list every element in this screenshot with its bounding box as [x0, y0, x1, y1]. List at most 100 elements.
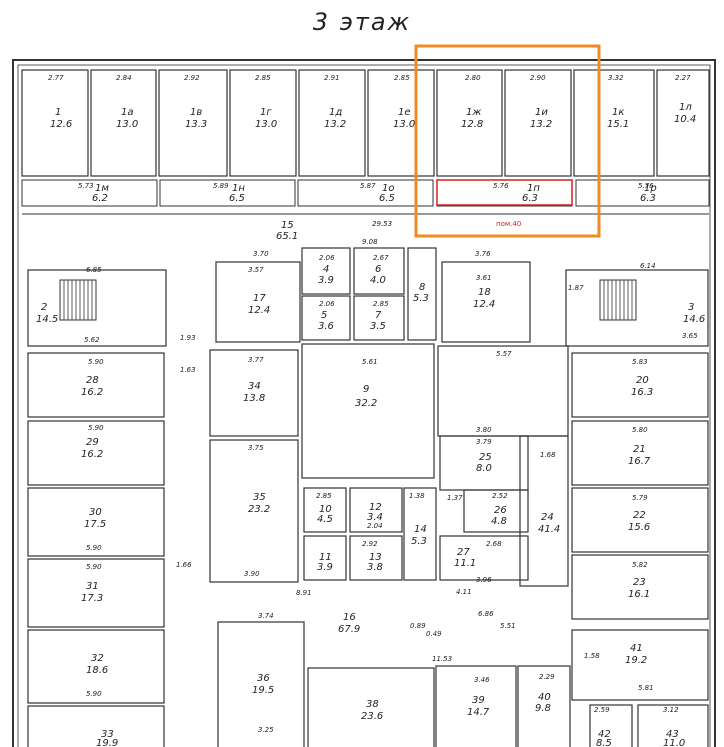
- svg-text:32: 32: [91, 653, 104, 664]
- svg-text:42: 42: [598, 729, 611, 740]
- room-1-number: 1: [55, 107, 61, 118]
- svg-text:1о: 1о: [382, 183, 394, 194]
- svg-text:30: 30: [89, 507, 102, 518]
- svg-text:6.2: 6.2: [92, 193, 108, 204]
- svg-text:1д: 1д: [329, 107, 342, 118]
- svg-text:16.7: 16.7: [628, 456, 651, 467]
- svg-text:1р: 1р: [644, 183, 657, 194]
- svg-text:13.3: 13.3: [185, 119, 207, 130]
- svg-text:6.5: 6.5: [229, 193, 245, 204]
- svg-text:15.6: 15.6: [628, 522, 650, 533]
- svg-text:5.61: 5.61: [362, 358, 378, 366]
- svg-text:12: 12: [369, 502, 382, 513]
- svg-text:5.3: 5.3: [413, 293, 429, 304]
- svg-text:2.80: 2.80: [465, 74, 481, 82]
- svg-text:5.51: 5.51: [500, 622, 516, 630]
- svg-text:2.77: 2.77: [48, 74, 64, 82]
- svg-text:11.53: 11.53: [432, 655, 452, 663]
- svg-text:3.96: 3.96: [476, 576, 492, 584]
- svg-text:3.9: 3.9: [318, 275, 334, 286]
- svg-text:2.90: 2.90: [530, 74, 546, 82]
- svg-text:1м: 1м: [95, 183, 109, 194]
- svg-text:6.85: 6.85: [86, 266, 102, 274]
- svg-text:4.0: 4.0: [370, 275, 386, 286]
- svg-text:3.74: 3.74: [258, 612, 274, 620]
- svg-text:22: 22: [633, 510, 646, 521]
- svg-text:2.92: 2.92: [184, 74, 200, 82]
- svg-text:1и: 1и: [535, 107, 548, 118]
- svg-text:1н: 1н: [232, 183, 245, 194]
- svg-text:24: 24: [541, 512, 554, 523]
- svg-text:8.5: 8.5: [596, 738, 612, 747]
- svg-text:3.8: 3.8: [367, 562, 383, 573]
- svg-text:6.86: 6.86: [478, 610, 494, 618]
- svg-text:5.90: 5.90: [86, 563, 102, 571]
- top-offices: [21, 69, 710, 177]
- svg-text:2.85: 2.85: [255, 74, 271, 82]
- svg-text:26: 26: [494, 505, 507, 516]
- svg-text:3.76: 3.76: [475, 250, 491, 258]
- svg-text:23.6: 23.6: [361, 711, 383, 722]
- svg-text:1л: 1л: [679, 102, 692, 113]
- svg-text:2: 2: [41, 302, 47, 313]
- svg-text:12.4: 12.4: [248, 305, 270, 316]
- svg-text:3.25: 3.25: [258, 726, 274, 734]
- svg-text:1п: 1п: [527, 183, 540, 194]
- svg-text:2.92: 2.92: [362, 540, 378, 548]
- svg-text:16: 16: [343, 612, 356, 623]
- svg-text:5.57: 5.57: [496, 350, 512, 358]
- svg-text:0.89: 0.89: [410, 622, 426, 630]
- svg-text:18: 18: [478, 287, 491, 298]
- svg-text:1.63: 1.63: [180, 366, 196, 374]
- svg-text:4.5: 4.5: [317, 514, 333, 525]
- svg-text:5.90: 5.90: [88, 424, 104, 432]
- svg-text:7: 7: [375, 310, 382, 321]
- svg-text:16.1: 16.1: [628, 589, 650, 600]
- svg-text:1е: 1е: [398, 107, 411, 118]
- svg-text:32.2: 32.2: [355, 398, 377, 409]
- svg-text:21: 21: [633, 444, 646, 455]
- svg-text:1ж: 1ж: [466, 107, 481, 118]
- svg-text:3.65: 3.65: [682, 332, 698, 340]
- svg-text:19.5: 19.5: [252, 685, 274, 696]
- svg-text:38: 38: [366, 699, 379, 710]
- svg-text:34: 34: [248, 381, 261, 392]
- svg-text:5.3: 5.3: [411, 536, 427, 547]
- stairs-right: [565, 269, 709, 347]
- svg-text:2.04: 2.04: [367, 522, 383, 530]
- svg-text:23.2: 23.2: [248, 504, 270, 515]
- svg-text:13.0: 13.0: [393, 119, 415, 130]
- svg-text:14.6: 14.6: [683, 314, 705, 325]
- selected-room-label: пом.40: [496, 220, 521, 228]
- svg-text:1.58: 1.58: [584, 652, 600, 660]
- svg-text:4.11: 4.11: [456, 588, 472, 596]
- svg-text:6: 6: [375, 264, 381, 275]
- svg-text:9.8: 9.8: [535, 703, 551, 714]
- svg-text:2.59: 2.59: [594, 706, 610, 714]
- svg-text:5.90: 5.90: [86, 690, 102, 698]
- svg-text:1г: 1г: [260, 107, 272, 118]
- svg-text:5.62: 5.62: [84, 336, 100, 344]
- svg-text:3.61: 3.61: [476, 274, 492, 282]
- svg-text:14: 14: [414, 524, 427, 535]
- svg-text:13.0: 13.0: [255, 119, 277, 130]
- svg-text:8.91: 8.91: [296, 589, 312, 597]
- svg-text:1.68: 1.68: [540, 451, 556, 459]
- svg-text:2.91: 2.91: [324, 74, 340, 82]
- svg-text:2.52: 2.52: [492, 492, 508, 500]
- svg-text:3.6: 3.6: [318, 321, 334, 332]
- svg-text:2.85: 2.85: [316, 492, 332, 500]
- svg-text:2.29: 2.29: [539, 673, 555, 681]
- svg-text:2.06: 2.06: [319, 300, 335, 308]
- svg-text:27: 27: [457, 547, 470, 558]
- svg-text:17.3: 17.3: [81, 593, 103, 604]
- svg-text:14.7: 14.7: [467, 707, 490, 718]
- room-1-area: 12.6: [50, 119, 72, 130]
- svg-text:5.83: 5.83: [632, 358, 648, 366]
- svg-text:5.76: 5.76: [493, 182, 509, 190]
- svg-text:5.73: 5.73: [78, 182, 94, 190]
- svg-text:3.90: 3.90: [244, 570, 260, 578]
- svg-text:3.4: 3.4: [367, 512, 383, 523]
- outer-walls: [12, 59, 716, 747]
